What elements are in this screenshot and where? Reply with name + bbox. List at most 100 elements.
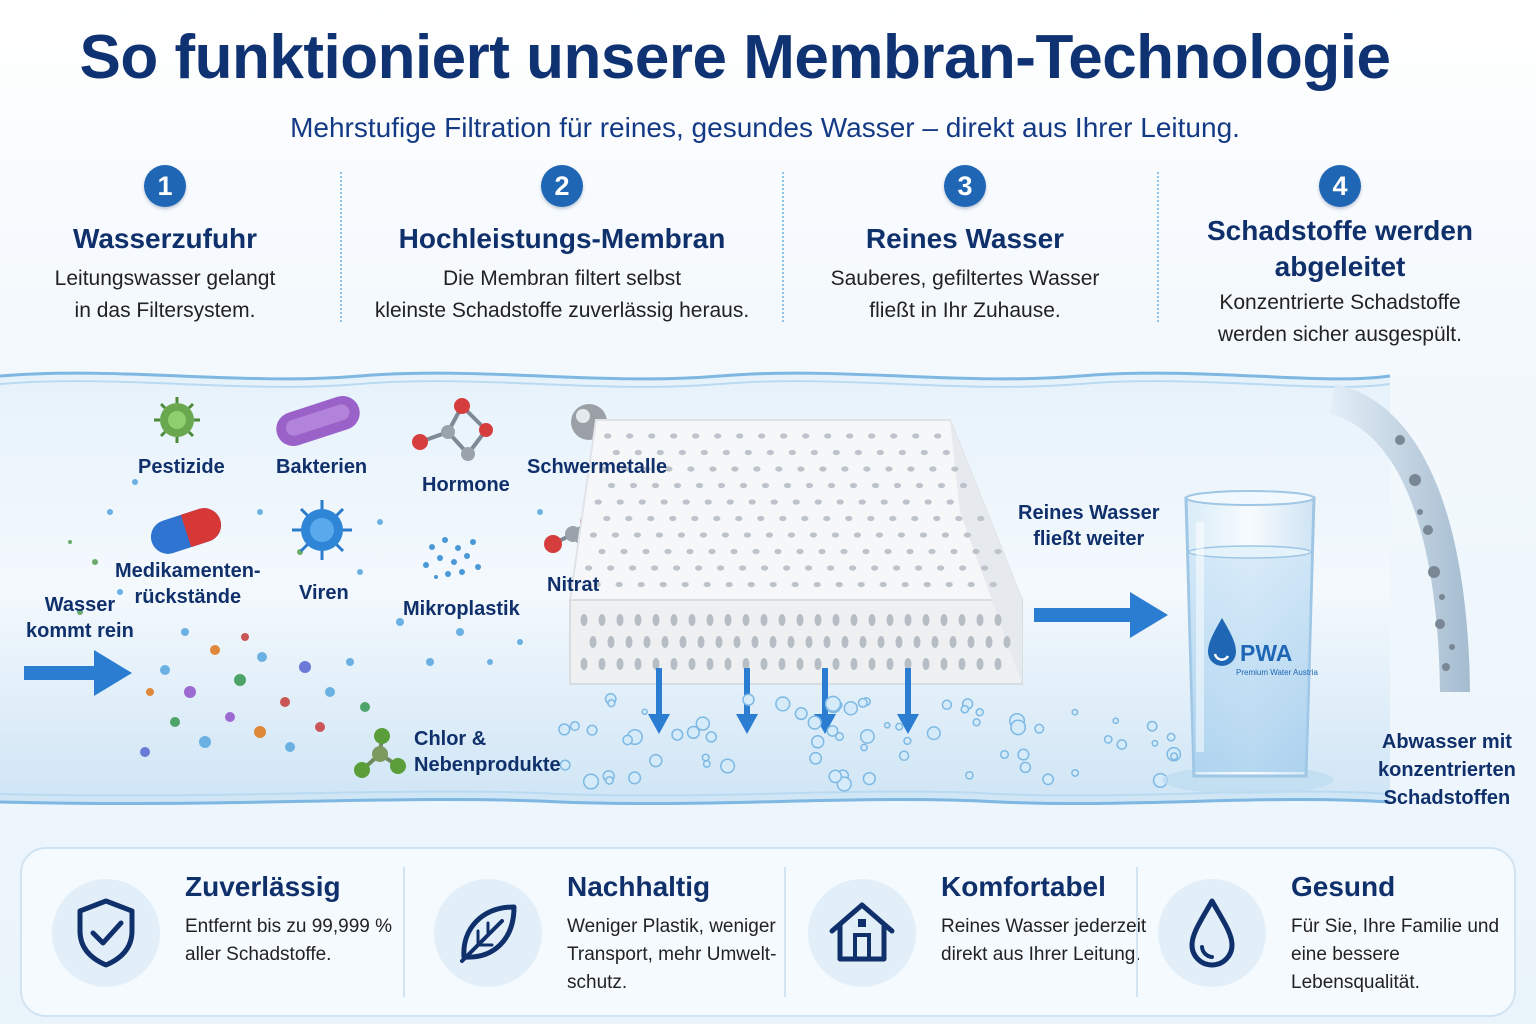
membrane-pore [761, 565, 769, 571]
membrane-pore [868, 614, 876, 626]
label-hormone: Hormone [422, 474, 510, 496]
membrane-pore [814, 658, 822, 670]
membrane-pore [661, 636, 669, 648]
membrane-pore [940, 614, 948, 626]
membrane-pore [913, 636, 921, 648]
label-schwermetalle: Schwermetalle [527, 456, 668, 478]
label-pestizide: Pestizide [138, 456, 225, 478]
label-line: Medikamenten- [115, 560, 261, 582]
waste-particles [1395, 435, 1455, 671]
membrane-pore [703, 581, 711, 588]
membrane-pore [940, 658, 948, 670]
membrane-pore [747, 581, 755, 588]
membrane-pore [831, 532, 840, 538]
membrane-pore [594, 499, 602, 505]
shield-check-icon [77, 898, 135, 968]
membrane-pore [846, 433, 854, 439]
water-bubble [695, 716, 711, 731]
membrane-pore [760, 614, 768, 626]
water-bubble [1166, 732, 1176, 742]
feature-text: Entfernt bis zu 99,999 % aller Schadstof… [185, 916, 393, 965]
membrane-pore [994, 548, 1002, 555]
label-nitrat: Nitrat [547, 574, 600, 596]
membrane-pore [616, 614, 624, 626]
water-bubble [972, 718, 981, 727]
membrane-pore [757, 515, 765, 522]
page-subtitle: Mehrstufige Filtration für reines, gesun… [290, 112, 1240, 143]
membrane-pore [589, 636, 597, 648]
membrane-pore [652, 658, 660, 670]
membrane-pore [709, 466, 717, 472]
membrane-pore [901, 581, 909, 588]
membrane-pore [748, 499, 756, 505]
membrane-pore [950, 548, 958, 555]
water-bubble [836, 776, 852, 792]
water-bubble [895, 722, 904, 731]
water-bubble [1010, 719, 1027, 736]
step-divider [782, 172, 784, 322]
membrane-pore [778, 614, 786, 626]
membrane-pore [714, 433, 722, 439]
membrane-pore [669, 515, 677, 522]
membrane-pore [739, 482, 748, 489]
membrane-pore [607, 565, 615, 571]
membrane-pore [634, 658, 642, 670]
membrane-pore [733, 636, 741, 648]
water-bubble [1116, 739, 1128, 750]
membrane-pore [769, 636, 777, 648]
membrane-pore [743, 532, 752, 538]
membrane-pore [775, 466, 783, 472]
membrane-pore [607, 636, 615, 648]
membrane-pore [841, 466, 849, 472]
membrane-pore [593, 581, 601, 588]
membrane-pore [849, 565, 857, 571]
membrane-pore [963, 532, 972, 538]
membrane-pore [651, 482, 660, 489]
feature-komfortabel: Komfortabel Reines Wasser jederzeit dire… [778, 849, 1158, 1015]
water-bubble [1103, 734, 1113, 744]
membrane-pore [721, 532, 730, 538]
membrane-pore [895, 636, 903, 648]
membrane-pore [774, 548, 782, 555]
pesticide-icon [154, 397, 200, 443]
step-title: Schadstoffe werden abgeleitet [1190, 213, 1490, 285]
feature-divider [403, 867, 405, 997]
water-bubble [607, 699, 616, 708]
membrane-pore [810, 449, 818, 456]
membrane-pore [760, 658, 768, 670]
membrane-pore [686, 548, 694, 555]
wave-bottom [0, 797, 1391, 806]
membrane-pore [959, 565, 967, 571]
membrane-pore [802, 433, 810, 439]
membrane-pore [797, 466, 805, 472]
membrane-pore [928, 548, 936, 555]
membrane-pore [726, 499, 734, 505]
membrane-pore [725, 581, 733, 588]
wave-top-2 [0, 380, 1391, 388]
membrane-pore [972, 548, 980, 555]
membrane-pore [985, 636, 993, 648]
membrane-pore [660, 499, 668, 505]
water-bubble [843, 701, 859, 716]
membrane-pore [758, 433, 766, 439]
feature-zuverlaessig: Zuverlässig Entfernt bis zu 99,999 % all… [22, 849, 402, 1015]
membrane-pore [742, 658, 750, 670]
membrane-pore [673, 482, 682, 489]
label-bakterien: Bakterien [276, 456, 368, 478]
membrane-pore [850, 658, 858, 670]
membrane-pore [780, 433, 788, 439]
membrane-pore [924, 499, 932, 505]
feature-nachhaltig: Nachhaltig Weniger Plastik, weniger Tran… [404, 849, 784, 1015]
membrane-pores-top [585, 433, 1002, 588]
label-waste-water: Abwasser mit konzentrierten Schadstoffen [1378, 728, 1516, 812]
membrane-pore [633, 532, 642, 538]
water-bubble [1017, 748, 1030, 761]
feature-title: Nachhaltig [567, 871, 711, 902]
membrane-pore [893, 482, 902, 489]
feature-divider [784, 867, 786, 997]
water-bubble [809, 751, 823, 765]
water-bubble [569, 721, 580, 732]
water-bubble [1112, 717, 1120, 725]
membrane-pore [598, 658, 606, 670]
water-bubble [558, 723, 571, 736]
